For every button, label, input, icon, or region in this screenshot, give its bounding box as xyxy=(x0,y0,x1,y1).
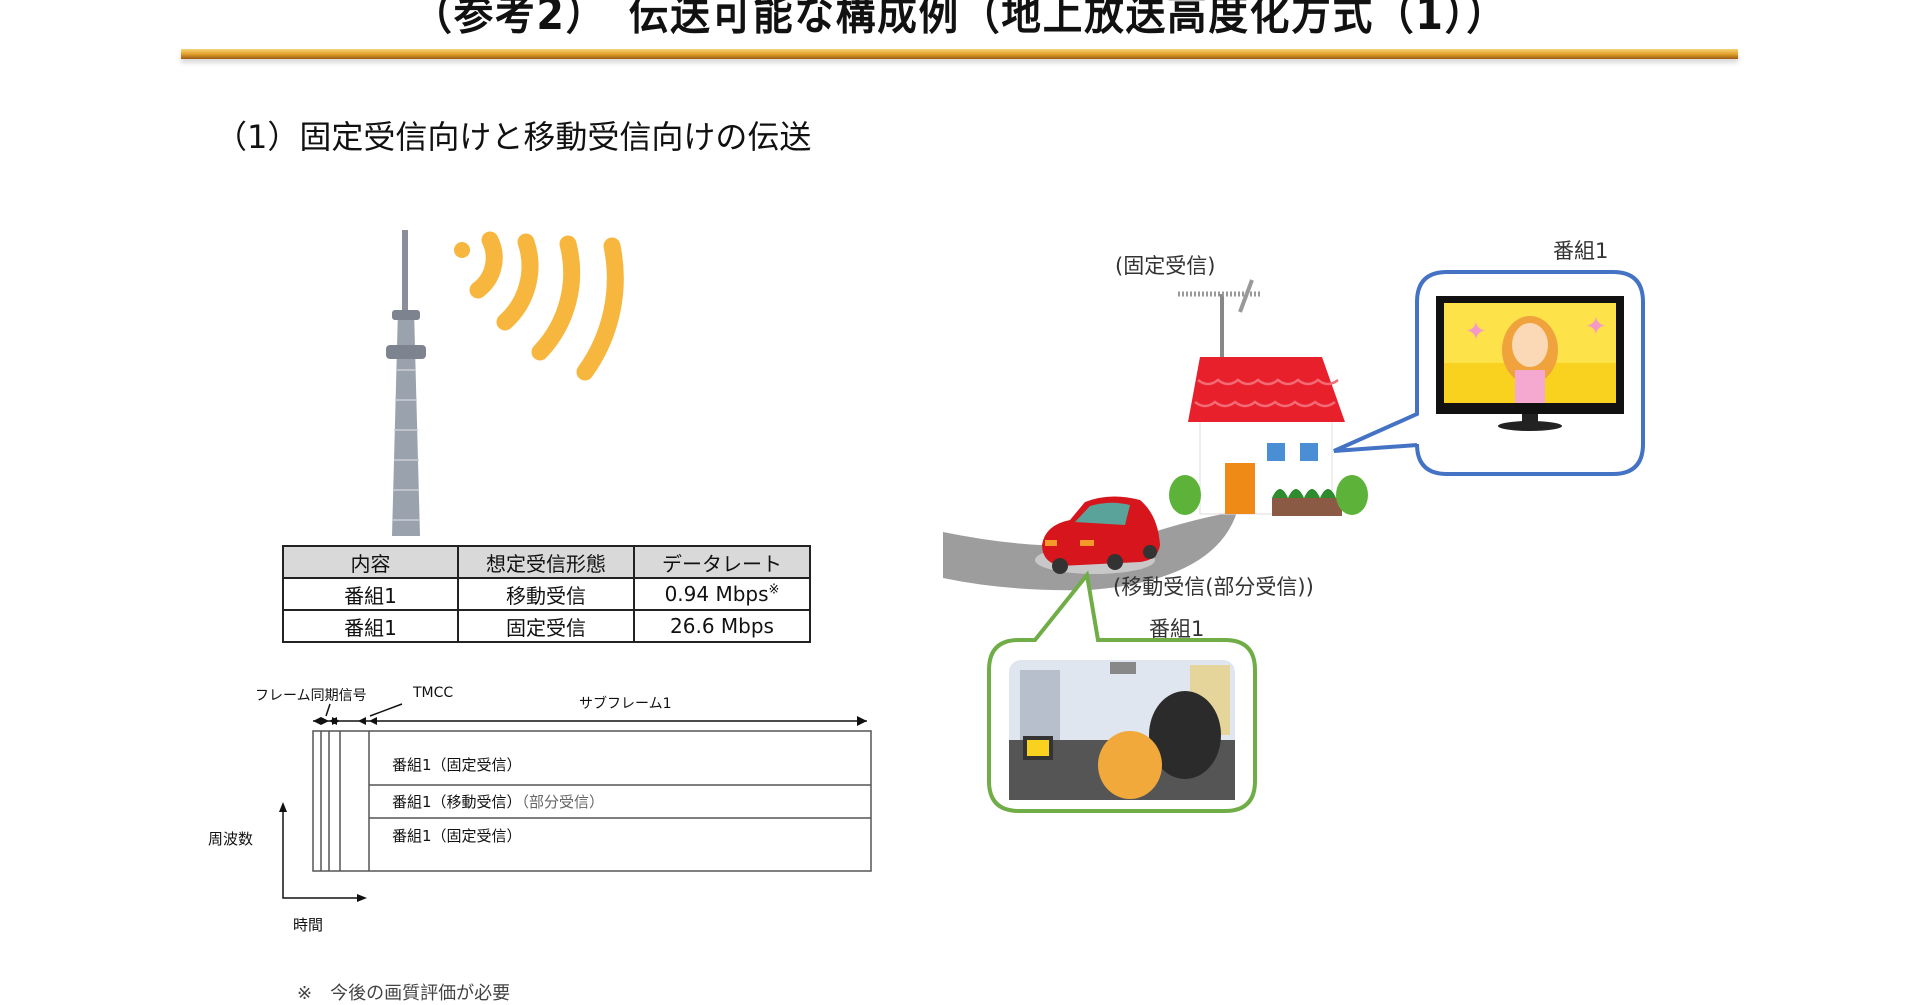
svg-text:✦: ✦ xyxy=(1585,312,1607,342)
frame-row-text: 番組1（移動受信） xyxy=(392,793,522,811)
table-cell: 固定受信 xyxy=(457,609,635,643)
broadcast-tower-icon xyxy=(386,230,426,536)
table-header-row: 内容 想定受信形態 データレート xyxy=(282,545,811,579)
column-header: 想定受信形態 xyxy=(457,545,635,579)
data-rate-table: 内容 想定受信形態 データレート 番組1 移動受信 0.94 Mbps※ 番組1… xyxy=(282,545,811,643)
time-axis-label: 時間 xyxy=(293,916,324,934)
column-header: データレート xyxy=(633,545,811,579)
television-icon: ✦ ✦ xyxy=(1436,296,1624,431)
footnote-mark: ※ xyxy=(768,582,780,598)
fixed-program-label: 番組1 xyxy=(1553,239,1609,263)
frame-row-1: 番組1（固定受信） xyxy=(392,756,522,774)
frame-structure-diagram xyxy=(279,703,872,902)
svg-text:✦: ✦ xyxy=(1465,317,1487,347)
table-cell: 移動受信 xyxy=(457,577,635,611)
table-cell: 0.94 Mbps※ xyxy=(633,577,811,611)
partial-reception-note: （部分受信） xyxy=(521,793,605,811)
table-row: 番組1 移動受信 0.94 Mbps※ xyxy=(282,577,811,611)
rate-value: 0.94 Mbps xyxy=(664,582,769,606)
car-icon xyxy=(1042,496,1160,574)
mobile-reception-label: (移動受信(部分受信)) xyxy=(1113,575,1314,599)
table-cell: 番組1 xyxy=(282,609,459,643)
radio-waves-icon xyxy=(454,231,624,381)
mobile-program-label: 番組1 xyxy=(1149,617,1205,641)
subframe-label: サブフレーム1 xyxy=(579,696,672,712)
car-interior-icon xyxy=(1009,660,1235,800)
fixed-reception-bubble: ✦ ✦ xyxy=(1333,270,1645,476)
section-subtitle: （1）固定受信向けと移動受信向けの伝送 xyxy=(215,118,812,156)
house-icon xyxy=(1169,279,1368,516)
table-cell: 26.6 Mbps xyxy=(633,609,811,643)
frame-sync-label: フレーム同期信号 xyxy=(255,688,367,704)
footnote: ※ 今後の画質評価が必要 xyxy=(297,983,511,1004)
table-cell: 番組1 xyxy=(282,577,459,611)
frame-row-2: 番組1（移動受信）（部分受信） xyxy=(392,791,604,812)
page-title: （参考2） 伝送可能な構成例（地上放送高度化方式（1）） xyxy=(412,0,1508,40)
column-header: 内容 xyxy=(282,545,459,579)
table-row: 番組1 固定受信 26.6 Mbps xyxy=(282,609,811,643)
mobile-reception-bubble xyxy=(987,570,1257,813)
frame-row-3: 番組1（固定受信） xyxy=(392,827,522,845)
title-underline-bar xyxy=(181,49,1738,59)
fixed-reception-label: (固定受信) xyxy=(1115,254,1216,278)
tmcc-label: TMCC xyxy=(413,685,454,701)
frequency-axis-label: 周波数 xyxy=(208,830,254,848)
